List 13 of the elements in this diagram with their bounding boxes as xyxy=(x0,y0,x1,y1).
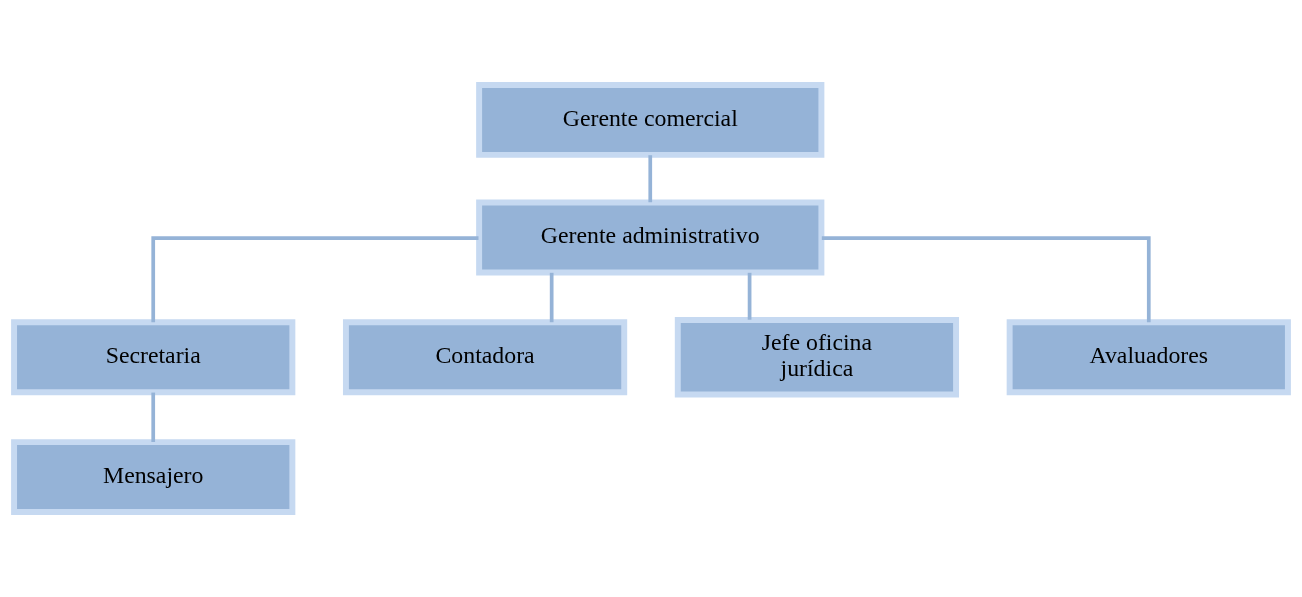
node-box: Mensajero xyxy=(11,439,296,516)
node-box: Gerente administrativo xyxy=(476,199,825,276)
connector xyxy=(549,272,554,323)
connector xyxy=(747,272,752,320)
node-box: Jefe oficina jurídica xyxy=(674,317,960,398)
connector xyxy=(151,236,479,323)
connector xyxy=(648,155,653,203)
node-box: Avaluadores xyxy=(1006,319,1291,396)
node-box: Secretaria xyxy=(11,319,296,396)
node-box: Contadora xyxy=(342,319,628,396)
node-box: Gerente comercial xyxy=(476,81,825,158)
connector xyxy=(821,236,1151,323)
connector xyxy=(151,392,156,443)
